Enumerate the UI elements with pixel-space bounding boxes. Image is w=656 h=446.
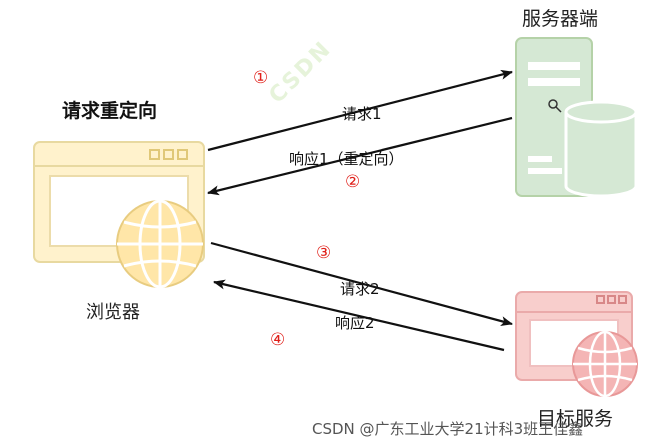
target-globe-icon xyxy=(572,330,638,398)
diagram-title: 请求重定向 xyxy=(62,100,158,122)
database-icon xyxy=(564,100,638,198)
server-label: 服务器端 xyxy=(522,8,599,30)
magnifier-icon xyxy=(548,99,562,113)
step-marker-3: ③ xyxy=(316,243,332,263)
step-marker-2: ② xyxy=(345,172,361,192)
csdn-credit-watermark: CSDN @广东工业大学21计科3班王佳鑫 xyxy=(312,420,584,438)
browser-globe-icon xyxy=(116,199,204,289)
message-request1: 请求1 xyxy=(342,105,382,123)
arrow-response1 xyxy=(207,116,513,196)
message-response1: 响应1（重定向） xyxy=(289,150,404,168)
target-service-label: 目标服务 xyxy=(537,408,614,430)
arrow-request2 xyxy=(210,241,513,326)
step-marker-1: ① xyxy=(253,68,269,88)
arrow-request1 xyxy=(207,69,513,152)
step-marker-4: ④ xyxy=(270,330,286,350)
message-response2: 响应2 xyxy=(335,314,375,332)
browser-label: 浏览器 xyxy=(86,302,140,323)
message-request2: 请求2 xyxy=(340,280,380,298)
arrow-response2 xyxy=(213,279,505,352)
